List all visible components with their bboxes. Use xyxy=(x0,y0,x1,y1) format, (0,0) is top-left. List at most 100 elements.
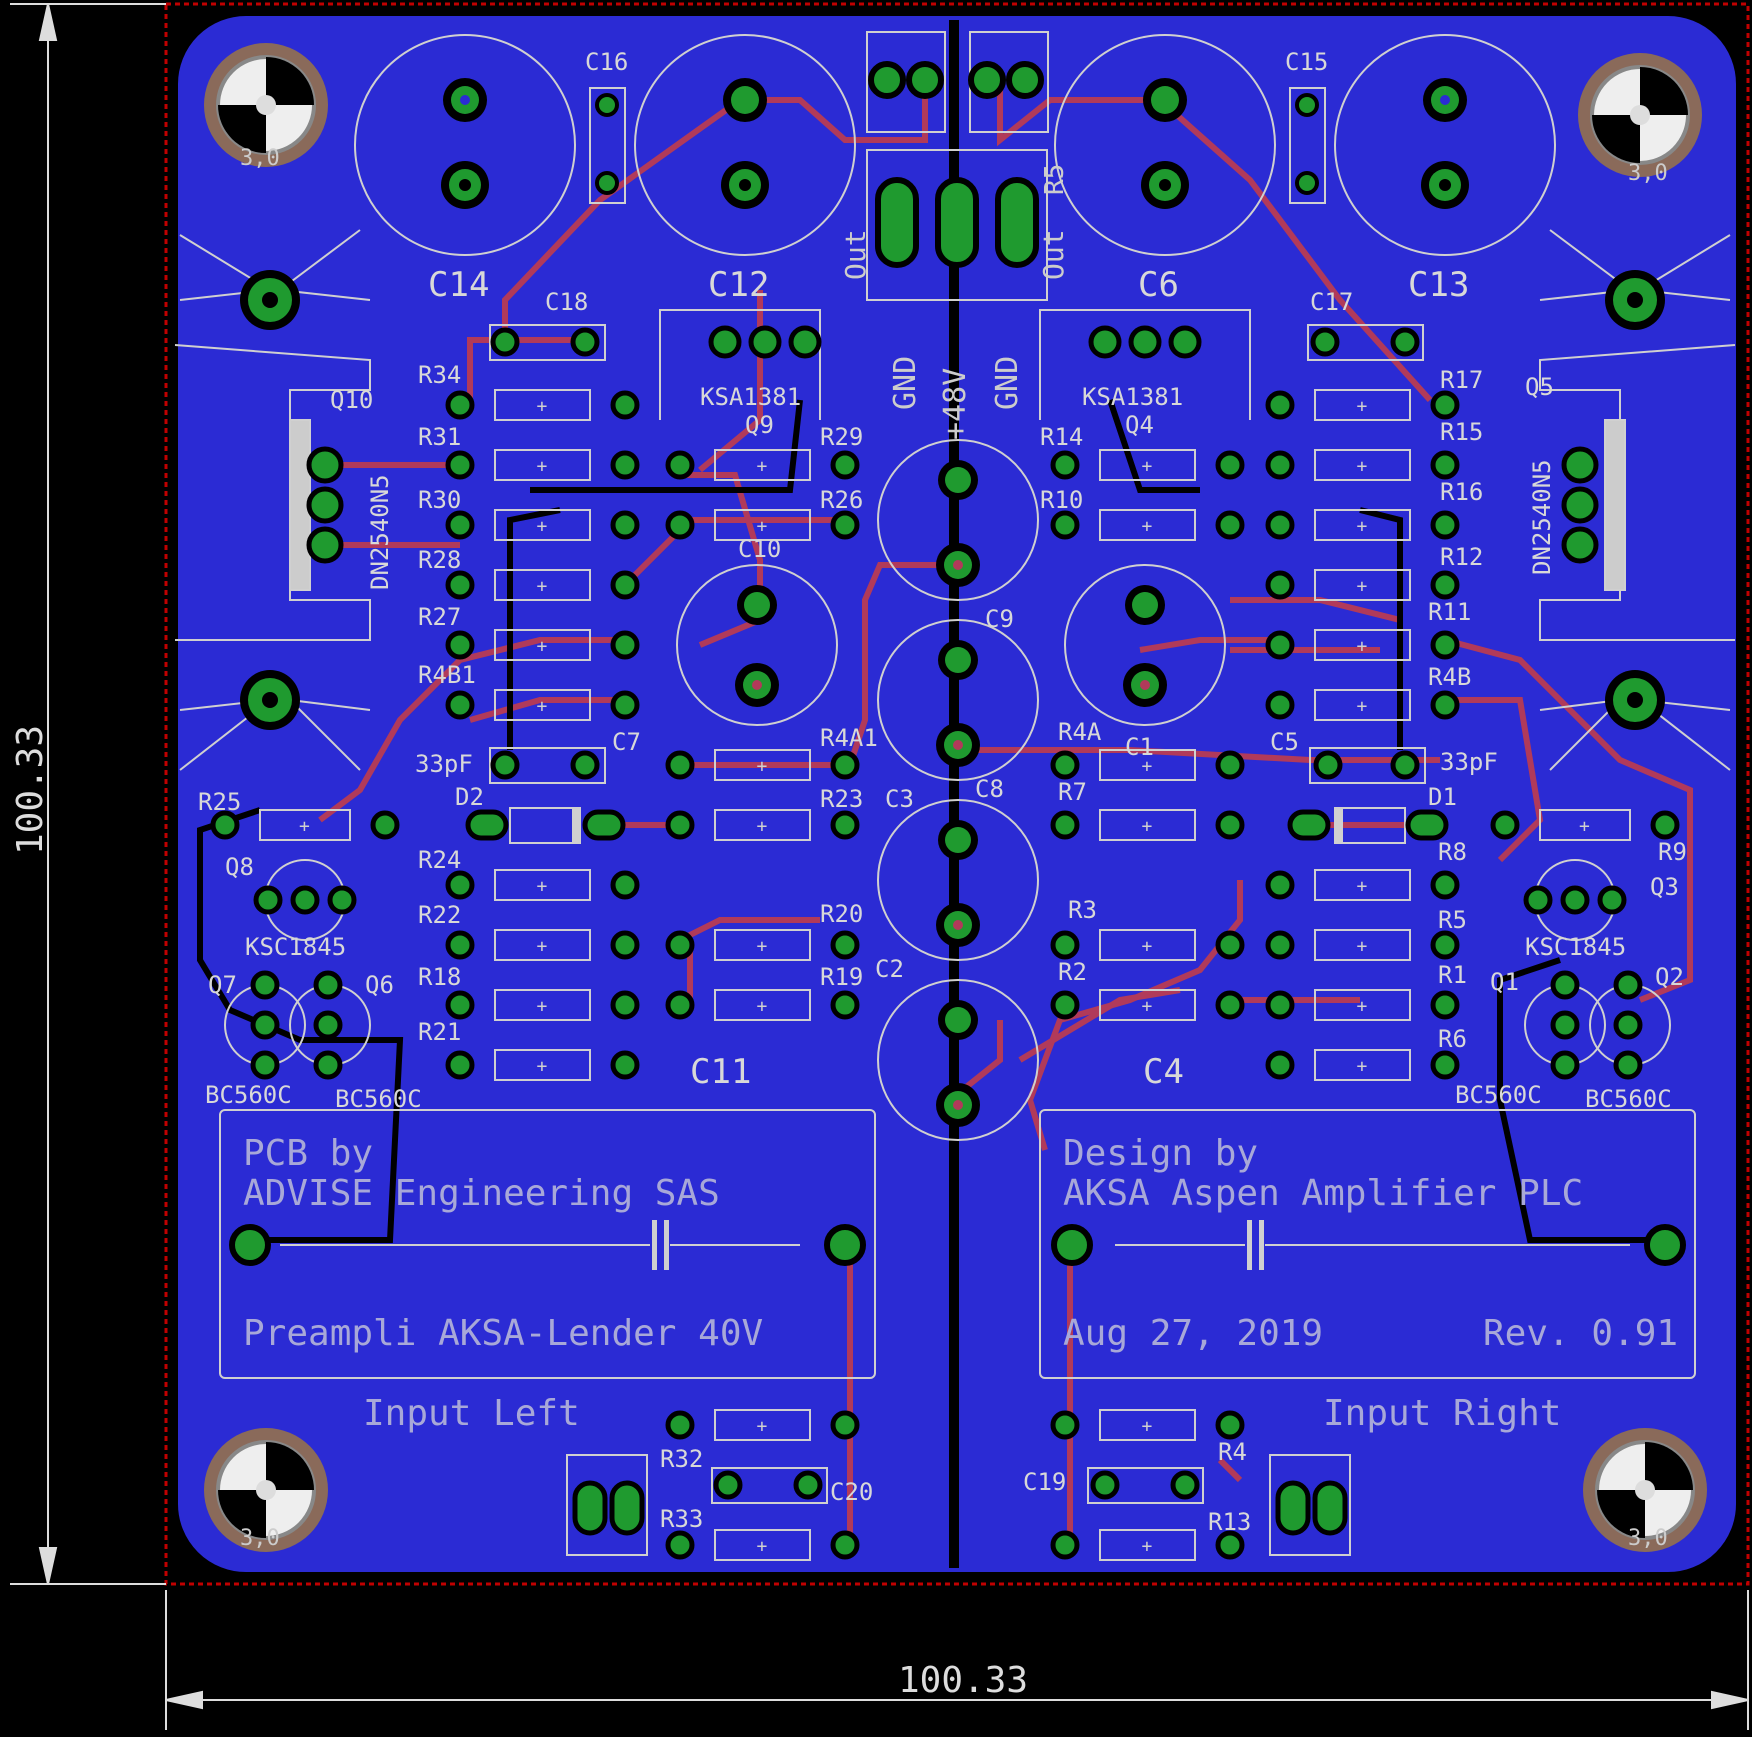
resistor-pad xyxy=(610,570,640,600)
resistor-pad xyxy=(445,1050,475,1080)
resistor-label: R4 xyxy=(1218,1438,1247,1466)
hole-size-label: 3,0 xyxy=(240,146,280,171)
heatsink-pad xyxy=(1605,270,1665,330)
resistor-polarity-mark: + xyxy=(1357,996,1368,1017)
resistor-label: R31 xyxy=(418,423,461,451)
resistor-label: R30 xyxy=(418,486,461,514)
resistor-label: R29 xyxy=(820,423,863,451)
resistor-pad xyxy=(210,810,240,840)
resistor-label: R32 xyxy=(660,1445,703,1473)
resistor-polarity-mark: + xyxy=(757,516,768,537)
capacitor-electrolytic xyxy=(877,619,1039,781)
hole-size-label: 3,0 xyxy=(1628,1526,1668,1551)
label-q5: Q5 xyxy=(1525,373,1554,401)
pcb-credit-line1: PCB by xyxy=(243,1133,373,1174)
resistor-pad xyxy=(445,510,475,540)
resistor-pad xyxy=(830,450,860,480)
label-plus48v: +48V xyxy=(938,368,973,440)
resistor-polarity-mark: + xyxy=(757,936,768,957)
resistor-pad xyxy=(665,450,695,480)
resistor: + R20 xyxy=(665,900,863,961)
resistor-polarity-mark: + xyxy=(1579,816,1590,837)
resistor-pad xyxy=(370,810,400,840)
resistor: +R17 xyxy=(1265,366,1483,421)
label-c19: C19 xyxy=(1023,1468,1066,1496)
resistor-pad xyxy=(445,930,475,960)
resistor: +R33 xyxy=(660,1505,860,1561)
resistor-pad xyxy=(1265,990,1295,1020)
resistor: +R8 xyxy=(1265,838,1467,901)
resistor-label: R4A xyxy=(1058,718,1102,746)
resistor-label: R18 xyxy=(418,963,461,991)
resistor-pad xyxy=(1050,510,1080,540)
label-c15: C15 xyxy=(1285,48,1328,76)
resistor-pad xyxy=(830,990,860,1020)
resistor: +R16 xyxy=(1265,478,1483,541)
resistor-polarity-mark: + xyxy=(1357,576,1368,597)
label-q4: Q4 xyxy=(1125,411,1154,439)
resistor-label: R7 xyxy=(1058,778,1087,806)
input-left-label: Input Left xyxy=(363,1393,580,1434)
resistor: +R21 xyxy=(418,1018,640,1081)
resistor-label: R33 xyxy=(660,1505,703,1533)
resistor-pad xyxy=(1050,750,1080,780)
resistor-pad xyxy=(445,990,475,1020)
capacitor-electrolytic xyxy=(354,34,576,256)
resistor-label: R19 xyxy=(820,963,863,991)
label-c10: C10 xyxy=(738,535,781,563)
resistor-label: R11 xyxy=(1428,598,1471,626)
resistor-pad xyxy=(610,930,640,960)
resistor-polarity-mark: + xyxy=(757,1416,768,1437)
film-capacitor xyxy=(1307,324,1424,361)
label-gnd-right: GND xyxy=(990,356,1025,410)
label-c17: C17 xyxy=(1310,288,1353,316)
resistor-pad xyxy=(445,390,475,420)
resistor-pad xyxy=(1265,570,1295,600)
resistor-polarity-mark: + xyxy=(757,996,768,1017)
resistor: +R24 xyxy=(418,846,640,901)
film-capacitor xyxy=(1289,87,1326,204)
resistor-label: R4B xyxy=(1428,663,1471,691)
resistor-label: R5 xyxy=(1438,906,1467,934)
resistor-label: R20 xyxy=(820,900,863,928)
resistor-label: R22 xyxy=(418,901,461,929)
label-q1: Q1 xyxy=(1490,968,1519,996)
hole-size-label: 3,0 xyxy=(1628,161,1668,186)
resistor-polarity-mark: + xyxy=(537,876,548,897)
label-bc560c-2: BC560C xyxy=(335,1085,422,1113)
resistor-label: R4A1 xyxy=(820,724,878,752)
resistor-label: R21 xyxy=(418,1018,461,1046)
resistor-polarity-mark: + xyxy=(537,996,548,1017)
resistor-label: R26 xyxy=(820,486,863,514)
heatsink-pad xyxy=(240,670,300,730)
label-c2: C2 xyxy=(875,955,904,983)
resistor-pad xyxy=(1215,810,1245,840)
resistor: +R22 xyxy=(418,901,640,961)
resistor-polarity-mark: + xyxy=(1142,456,1153,477)
resistor-polarity-mark: + xyxy=(1357,936,1368,957)
label-ksc1845-right: KSC1845 xyxy=(1525,933,1626,961)
resistor-pad xyxy=(1050,1530,1080,1560)
capacitor-electrolytic xyxy=(1334,34,1556,256)
resistor-pad xyxy=(445,870,475,900)
resistor: +R3 xyxy=(1050,896,1245,961)
resistor-pad xyxy=(1050,450,1080,480)
resistor-pad xyxy=(830,930,860,960)
label-q7: Q7 xyxy=(208,971,237,999)
label-c18: C18 xyxy=(545,288,588,316)
transistor-bc560c-pair-right xyxy=(1524,970,1671,1080)
resistor-pad xyxy=(1265,870,1295,900)
resistor-label: R8 xyxy=(1438,838,1467,866)
resistor-pad xyxy=(1430,570,1460,600)
resistor: +R29 xyxy=(665,423,863,481)
label-q8: Q8 xyxy=(225,853,254,881)
label-c6: C6 xyxy=(1138,265,1179,305)
coupling-capacitor xyxy=(1039,1109,1696,1379)
resistor-polarity-mark: + xyxy=(537,396,548,417)
resistor: +R27 xyxy=(418,603,640,661)
transistor-dn2540-left xyxy=(306,446,344,564)
input-right-label: Input Right xyxy=(1323,1393,1561,1434)
label-c4: C4 xyxy=(1143,1052,1184,1092)
resistor-pad xyxy=(1215,990,1245,1020)
resistor-pad xyxy=(1265,930,1295,960)
